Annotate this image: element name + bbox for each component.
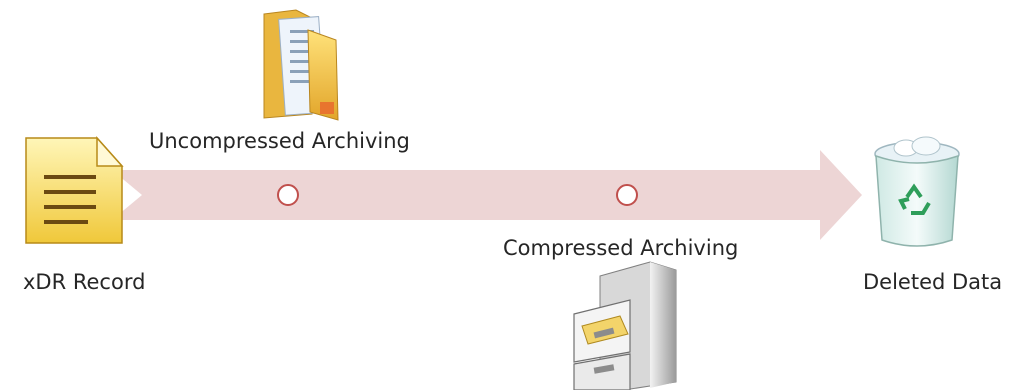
document-icon <box>25 136 124 244</box>
label-uncompressed-archiving: Uncompressed Archiving <box>149 129 410 153</box>
label-xdr-record: xDR Record <box>23 270 146 294</box>
file-cabinet-icon <box>573 261 677 390</box>
recycle-bin-icon <box>874 136 960 247</box>
milestone-compressed <box>616 184 638 206</box>
label-deleted-data: Deleted Data <box>863 270 1003 294</box>
timeline-arrow <box>112 150 862 240</box>
milestone-uncompressed <box>277 184 299 206</box>
folder-icon <box>263 9 339 121</box>
label-compressed-archiving: Compressed Archiving <box>503 236 739 260</box>
